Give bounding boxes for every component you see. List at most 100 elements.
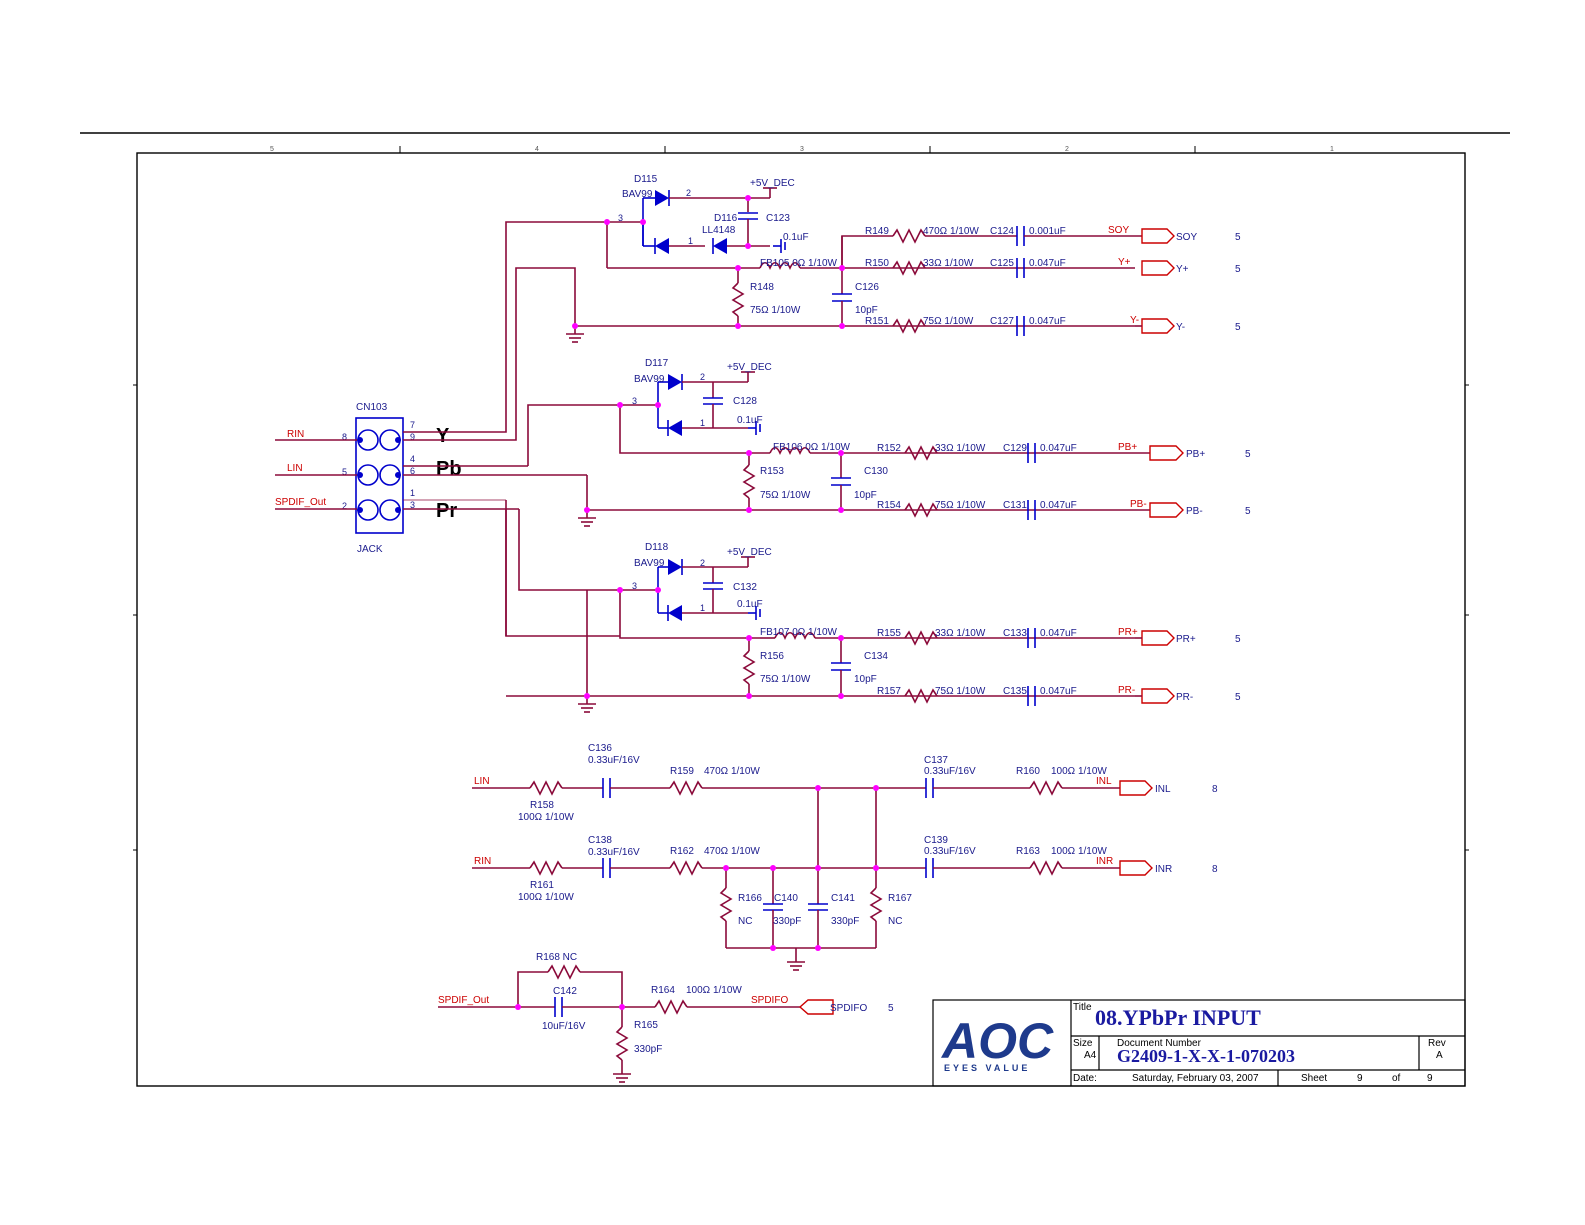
c123-ref: C123 xyxy=(766,213,790,224)
d116-val: LL4148 xyxy=(702,225,736,236)
net-pb-plus: PB+ xyxy=(1118,442,1137,453)
r152-val: 33Ω 1/10W xyxy=(935,443,986,454)
logo-tagline: EYES VALUE xyxy=(944,1063,1030,1073)
y-channel: +5V_DEC D115 BAV99 D116 LL4148 C123 0.1u… xyxy=(565,174,1142,343)
c131-val: 0.047uF xyxy=(1040,500,1077,511)
audio-net-rin: RIN xyxy=(474,856,491,867)
port-spdifo: SPDIFO xyxy=(830,1003,867,1014)
ref-pr-minus: 5 xyxy=(1235,692,1241,703)
c133-val: 0.047uF xyxy=(1040,628,1077,639)
cn103-input-lin: LIN xyxy=(287,463,303,474)
cn103-pin-right-3: 3 xyxy=(410,500,415,510)
d115-val: BAV99 xyxy=(622,189,653,200)
pb-channel: +5V_DEC D117 BAV99 C128 0.1uF 3 2 1 FB10… xyxy=(577,358,1150,527)
r161-val: 100Ω 1/10W xyxy=(518,892,574,903)
d118-val: BAV99 xyxy=(634,558,665,569)
r162-ref: R162 xyxy=(670,846,694,857)
video-output-ports: SOY 5 Y+ 5 Y- 5 PB+ 5 PB- 5 PR+ 5 PR- 5 xyxy=(1135,228,1251,704)
r167-val: NC xyxy=(888,916,902,927)
sheet-value: 9 xyxy=(1357,1073,1363,1084)
c127-ref: C127 xyxy=(990,316,1014,327)
page-title: 08.YPbPr INPUT xyxy=(1095,1005,1261,1030)
d118-pin2: 2 xyxy=(700,558,705,568)
r150-ref: R150 xyxy=(865,258,889,269)
c123-val: 0.1uF xyxy=(783,232,809,243)
d118-pin1: 1 xyxy=(700,603,705,613)
audio-net-inr: INR xyxy=(1096,856,1113,867)
port-pr-minus: PR- xyxy=(1176,692,1193,703)
jack-wiring xyxy=(403,221,643,637)
document-number: G2409-1-X-X-1-070203 xyxy=(1117,1046,1295,1066)
r154-val: 75Ω 1/10W xyxy=(935,500,986,511)
date-value: Saturday, February 03, 2007 xyxy=(1132,1073,1259,1084)
ref-inr: 8 xyxy=(1212,864,1218,875)
c135-ref: C135 xyxy=(1003,686,1027,697)
c142-val: 10uF/16V xyxy=(542,1021,586,1032)
c129-ref: C129 xyxy=(1003,443,1027,454)
r160-val: 100Ω 1/10W xyxy=(1051,766,1107,777)
c131-ref: C131 xyxy=(1003,500,1027,511)
vcc-y: +5V_DEC xyxy=(750,178,795,189)
r155-ref: R155 xyxy=(877,628,901,639)
r165-val: 330pF xyxy=(634,1044,662,1055)
ref-soy: 5 xyxy=(1235,232,1241,243)
c133-ref: C133 xyxy=(1003,628,1027,639)
port-soy: SOY xyxy=(1176,232,1197,243)
c139-ref: C139 xyxy=(924,835,948,846)
d115-pin3: 3 xyxy=(618,213,623,223)
cn103-pin-top-3: 1 xyxy=(410,488,415,498)
zone-4: 4 xyxy=(535,146,539,153)
vcc-pr: +5V_DEC xyxy=(727,547,772,558)
d118-pin3: 3 xyxy=(632,581,637,591)
title-label: Title xyxy=(1073,1002,1092,1013)
net-pb-minus: PB- xyxy=(1130,499,1147,510)
aoc-logo: AOC xyxy=(940,1013,1054,1069)
c128-ref: C128 xyxy=(733,396,757,407)
r167-ref: R167 xyxy=(888,893,912,904)
net-pr-plus: PR+ xyxy=(1118,627,1138,638)
d117-val: BAV99 xyxy=(634,374,665,385)
vcc-pb: +5V_DEC xyxy=(727,362,772,373)
cn103-pin-top-1: 7 xyxy=(410,420,415,430)
zone-5: 5 xyxy=(270,146,274,153)
r161-ref: R161 xyxy=(530,880,554,891)
d115-pin2: 2 xyxy=(686,188,691,198)
d115-ref: D115 xyxy=(634,174,658,185)
r166-val: NC xyxy=(738,916,752,927)
rev-value: A xyxy=(1436,1050,1443,1061)
r164-val: 100Ω 1/10W xyxy=(686,985,742,996)
spdif-section: SPDIF_Out R168 NC C142 10uF/16V R164 100… xyxy=(438,952,894,1083)
ref-inl: 8 xyxy=(1212,784,1218,795)
signal-y: Y xyxy=(436,425,450,447)
spdif-net-out: SPDIFO xyxy=(751,995,788,1006)
of-value: 9 xyxy=(1427,1073,1433,1084)
c134-ref: C134 xyxy=(864,651,888,662)
sheet-label: Sheet xyxy=(1301,1073,1327,1084)
r164-ref: R164 xyxy=(651,985,675,996)
net-y-minus: Y- xyxy=(1130,315,1139,326)
r149-ref: R149 xyxy=(865,226,889,237)
cn103-pin-top-2: 4 xyxy=(410,454,415,464)
r159-val: 470Ω 1/10W xyxy=(704,766,760,777)
c125-ref: C125 xyxy=(990,258,1014,269)
net-pr-minus: PR- xyxy=(1118,685,1135,696)
r166-ref: R166 xyxy=(738,893,762,904)
net-soy: SOY xyxy=(1108,225,1129,236)
r152-ref: R152 xyxy=(877,443,901,454)
c126-ref: C126 xyxy=(855,282,879,293)
ref-y-plus: 5 xyxy=(1235,264,1241,275)
docnum-label: Document Number xyxy=(1117,1038,1202,1049)
c137-val: 0.33uF/16V xyxy=(924,766,976,777)
port-y-minus: Y- xyxy=(1176,322,1185,333)
r159-ref: R159 xyxy=(670,766,694,777)
size-label: Size xyxy=(1073,1038,1093,1049)
r151-val: 75Ω 1/10W xyxy=(923,316,974,327)
c125-val: 0.047uF xyxy=(1029,258,1066,269)
c132-val: 0.1uF xyxy=(737,599,763,610)
size-value: A4 xyxy=(1084,1050,1097,1061)
sheet-border xyxy=(80,132,1510,1087)
ref-y-minus: 5 xyxy=(1235,322,1241,333)
r153-ref: R153 xyxy=(760,466,784,477)
title-block: Title 08.YPbPr INPUT Size A4 Document Nu… xyxy=(932,999,1466,1087)
port-inr: INR xyxy=(1155,864,1172,875)
